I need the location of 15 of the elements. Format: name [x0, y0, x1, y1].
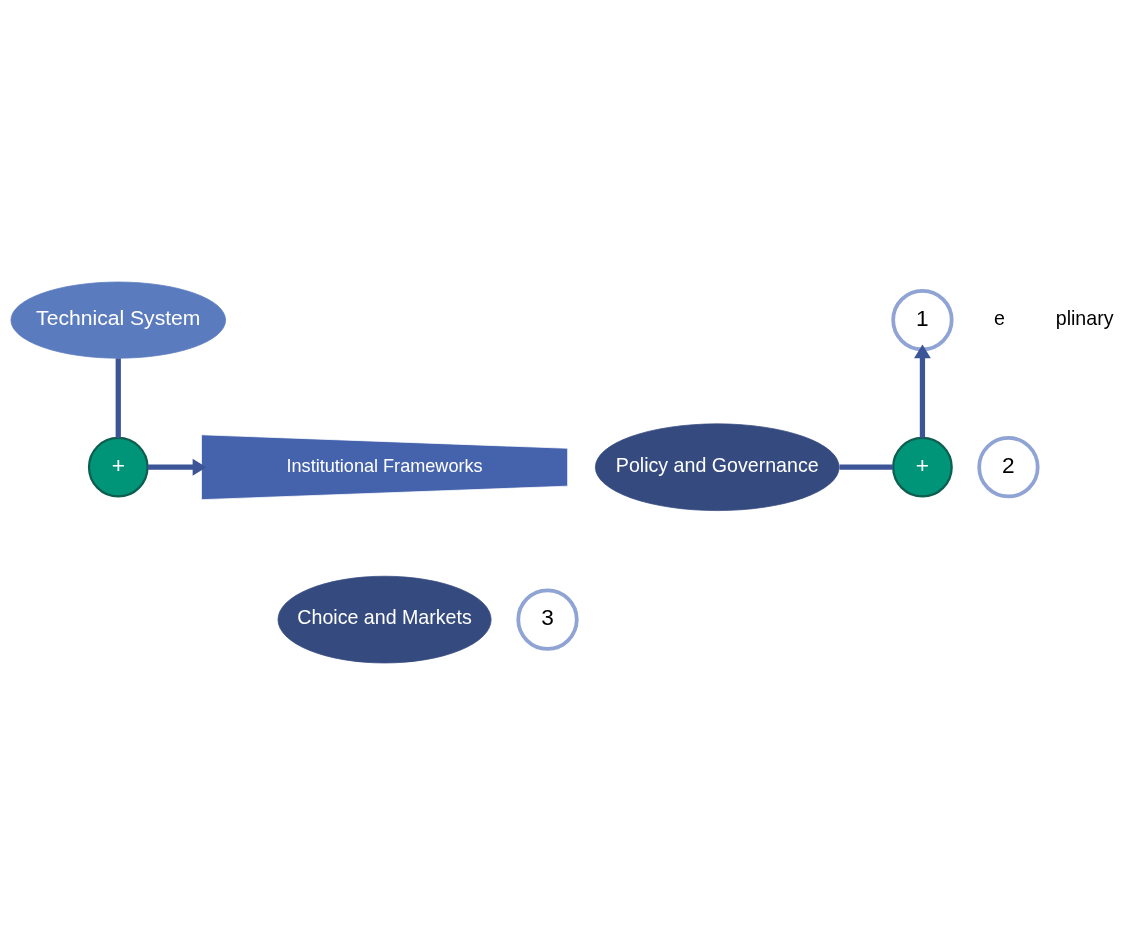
- node-circle: 2: [977, 435, 1040, 498]
- connector: [115, 357, 121, 438]
- connector: [839, 464, 893, 470]
- node-box: Institutional Frameworks: [201, 433, 569, 500]
- arrow: [147, 458, 207, 476]
- label: plinary: [1055, 306, 1114, 329]
- node-circle: +: [892, 436, 953, 498]
- node-ellipse: Choice and Markets: [277, 575, 492, 663]
- node-circle: 3: [516, 587, 579, 651]
- node-ellipse: Technical System: [10, 281, 226, 359]
- node-ellipse: Policy and Governance: [595, 422, 840, 511]
- node-circle: 1: [891, 288, 954, 351]
- arrow: [914, 344, 931, 438]
- node-circle: +: [87, 436, 149, 498]
- label: e: [993, 306, 1005, 329]
